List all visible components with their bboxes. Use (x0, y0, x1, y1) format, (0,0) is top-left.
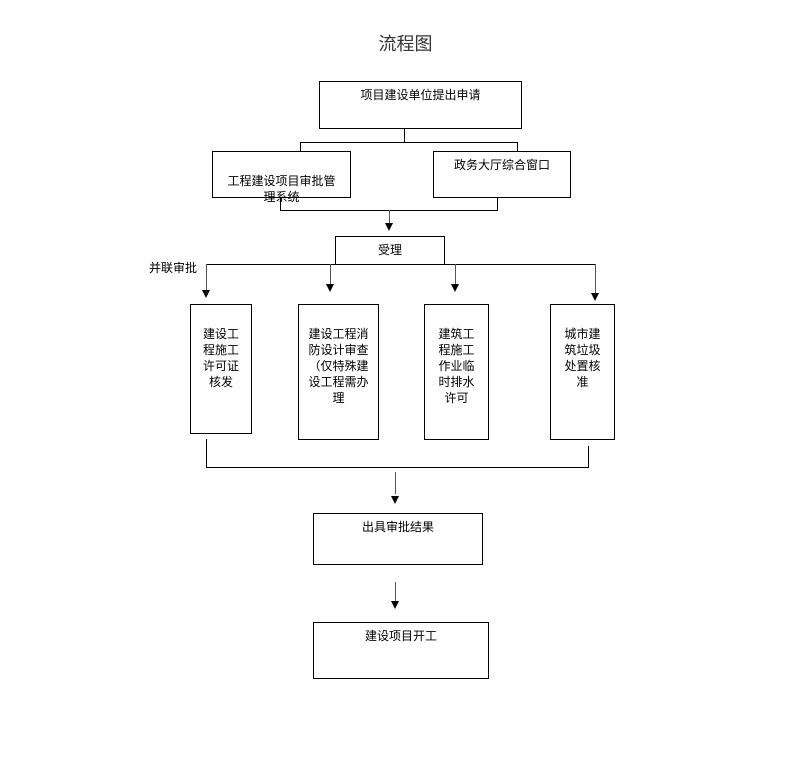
connector (395, 472, 396, 494)
node-permit-label: 建设工 程施工 许可证 核发 (202, 327, 239, 389)
connector (595, 264, 596, 294)
connector (455, 264, 456, 284)
node-accept-label: 受理 (377, 243, 402, 257)
connector (497, 198, 498, 210)
connector (389, 210, 390, 224)
node-system: 工程建设项目审批管 理系统 (212, 151, 351, 204)
connector (300, 142, 301, 152)
node-system-label: 工程建设项目审批管 理系统 (227, 174, 336, 204)
node-result-label: 出具审批结果 (361, 520, 434, 534)
node-accept: 受理 (335, 236, 445, 265)
node-result: 出具审批结果 (313, 513, 483, 565)
node-drain-label: 建筑工 程施工 作业临 时排水 许可 (438, 327, 475, 405)
node-drain: 建筑工 程施工 作业临 时排水 许可 (424, 304, 489, 440)
connector (517, 142, 518, 152)
node-window: 政务大厅综合窗口 (433, 151, 571, 198)
node-permit: 建设工 程施工 许可证 核发 (190, 304, 252, 434)
node-apply-label: 项目建设单位提出申请 (360, 88, 481, 102)
arrow-down-icon (202, 290, 210, 298)
connector (588, 446, 589, 467)
arrow-down-icon (326, 284, 334, 292)
connector (280, 198, 281, 210)
node-apply: 项目建设单位提出申请 (319, 81, 522, 129)
connector (206, 439, 207, 467)
node-waste-label: 城市建 筑垃圾 处置核 准 (564, 327, 601, 389)
node-waste: 城市建 筑垃圾 处置核 准 (550, 304, 615, 440)
connector (206, 264, 596, 265)
arrow-down-icon (391, 496, 399, 504)
arrow-down-icon (451, 284, 459, 292)
connector (206, 467, 589, 468)
node-fire: 建设工程消 防设计审查 （仅特殊建 设工程需办 理 (298, 304, 379, 440)
node-start-label: 建设项目开工 (364, 629, 437, 643)
connector (330, 264, 331, 284)
connector (300, 142, 518, 143)
connector (206, 264, 207, 290)
connector (395, 582, 396, 602)
parallel-approval-label: 并联审批 (149, 261, 198, 275)
arrow-down-icon (591, 293, 599, 301)
node-window-label: 政务大厅综合窗口 (453, 158, 550, 172)
arrow-down-icon (391, 601, 399, 609)
diagram-title: 流程图 (378, 34, 433, 55)
node-start: 建设项目开工 (313, 622, 489, 679)
node-fire-label: 建设工程消 防设计审查 （仅特殊建 设工程需办 理 (308, 327, 369, 405)
arrow-down-icon (385, 223, 393, 231)
connector (404, 129, 405, 142)
